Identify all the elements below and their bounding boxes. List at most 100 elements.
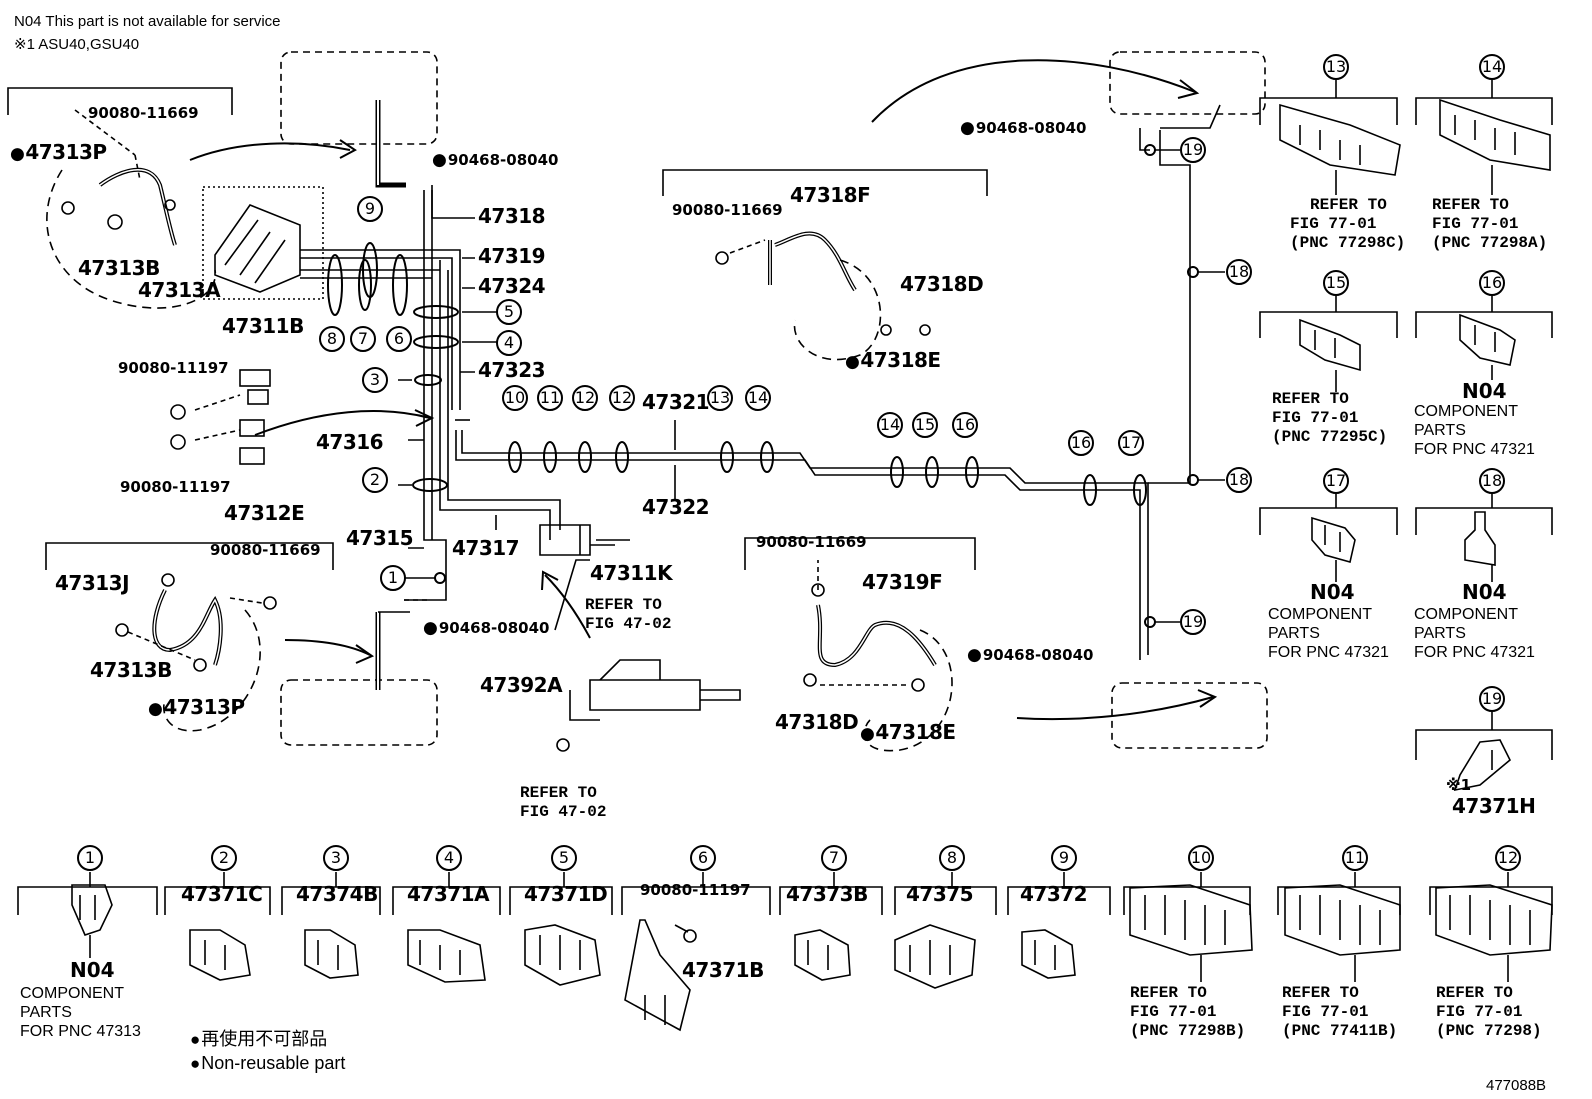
clamp-callout-7[interactable]: 7 xyxy=(350,326,376,352)
part-label-47372[interactable]: 47372 xyxy=(1020,882,1088,906)
part-label-47373b[interactable]: 47373B xyxy=(786,882,868,906)
part-label-47313a[interactable]: 47313A xyxy=(138,278,221,302)
part-label-90080-11197[interactable]: 90080-11197 xyxy=(640,881,751,899)
part-label-47313p[interactable]: 47313P xyxy=(10,142,107,163)
clamp-callout-13[interactable]: 13 xyxy=(707,385,733,411)
part-index-4[interactable]: 4 xyxy=(436,845,462,871)
part-label-47318d[interactable]: 47318D xyxy=(900,272,984,296)
refer-fig-77-01[interactable]: REFER TO FIG 77-01 (PNC 77295C) xyxy=(1272,390,1388,446)
part-index-11[interactable]: 11 xyxy=(1342,845,1368,871)
part-label-90468-08040[interactable]: 90468-08040 xyxy=(423,620,550,637)
part-label-47371c[interactable]: 47371C xyxy=(181,882,263,906)
part-index-3[interactable]: 3 xyxy=(323,845,349,871)
part-label-47371b[interactable]: 47371B xyxy=(682,958,764,982)
part-label-47371d[interactable]: 47371D xyxy=(524,882,608,906)
clamp-callout-16[interactable]: 16 xyxy=(1068,430,1094,456)
clamp-callout-12b[interactable]: 12 xyxy=(609,385,635,411)
part-label-90468-08040[interactable]: 90468-08040 xyxy=(432,152,559,169)
refer-fig-77-01[interactable]: REFER TO FIG 77-01 (PNC 77411B) xyxy=(1282,984,1398,1040)
refer-fig-77-01[interactable]: REFER TO FIG 77-01 (PNC 77298A) xyxy=(1432,196,1548,252)
clamp-callout-19[interactable]: 19 xyxy=(1180,137,1206,163)
part-label-90080-11197[interactable]: 90080-11197 xyxy=(118,359,229,377)
part-label-90080-11197[interactable]: 90080-11197 xyxy=(120,478,231,496)
flow-arrow xyxy=(189,142,351,161)
part-index-10[interactable]: 10 xyxy=(1188,845,1214,871)
clamp-sketch-10 xyxy=(1129,884,1253,982)
refer-fig-77-01[interactable]: REFER TO FIG 77-01 (PNC 77298) xyxy=(1436,984,1542,1040)
part-index-2[interactable]: 2 xyxy=(211,845,237,871)
clamp-callout-18[interactable]: 18 xyxy=(1226,259,1252,285)
clamp-sketch-12 xyxy=(1435,884,1553,982)
part-label-47313p[interactable]: 47313P xyxy=(148,697,245,718)
clamp-callout-14[interactable]: 14 xyxy=(745,385,771,411)
part-label-90080-11669[interactable]: 90080-11669 xyxy=(210,541,321,559)
part-label-47371a[interactable]: 47371A xyxy=(407,882,490,906)
clamp-callout-9[interactable]: 9 xyxy=(357,196,383,222)
clamp-callout-4[interactable]: 4 xyxy=(496,330,522,356)
part-index-14[interactable]: 14 xyxy=(1479,54,1505,80)
part-label-47321[interactable]: 47321 xyxy=(642,390,710,414)
refer-fig-77-01[interactable]: REFER TO FIG 77-01 (PNC 77298C) xyxy=(1290,196,1406,252)
part-label-47319f[interactable]: 47319F xyxy=(862,570,943,594)
part-index-8[interactable]: 8 xyxy=(939,845,965,871)
part-label-47371h[interactable]: 47371H xyxy=(1452,794,1536,818)
clamp-callout-5[interactable]: 5 xyxy=(496,299,522,325)
part-label-47318e[interactable]: 47318E xyxy=(845,350,941,371)
part-label-47374b[interactable]: 47374B xyxy=(296,882,378,906)
part-index-1[interactable]: 1 xyxy=(77,845,103,871)
part-label-90468-08040[interactable]: 90468-08040 xyxy=(960,120,1087,137)
part-label-47375[interactable]: 47375 xyxy=(906,882,974,906)
part-index-5[interactable]: 5 xyxy=(551,845,577,871)
clamp-callout-6[interactable]: 6 xyxy=(386,326,412,352)
clamp-callout-2[interactable]: 2 xyxy=(362,467,388,493)
part-label-47318[interactable]: 47318 xyxy=(478,204,546,228)
part-label-47318f[interactable]: 47318F xyxy=(790,183,871,207)
part-label-47313b[interactable]: 47313B xyxy=(78,256,160,280)
part-index-6[interactable]: 6 xyxy=(690,845,716,871)
part-label-90080-11669[interactable]: 90080-11669 xyxy=(672,201,783,219)
part-index-18[interactable]: 18 xyxy=(1479,468,1505,494)
part-label-47311k[interactable]: 47311K xyxy=(590,561,673,585)
refer-fig-47-02[interactable]: REFER TO FIG 47-02 xyxy=(585,596,672,633)
part-index-12[interactable]: 12 xyxy=(1495,845,1521,871)
clamp-callout-18[interactable]: 18 xyxy=(1226,467,1252,493)
part-label-47324[interactable]: 47324 xyxy=(478,274,546,298)
part-label-47313j[interactable]: 47313J xyxy=(55,571,130,595)
part-label-47315[interactable]: 47315 xyxy=(346,526,414,550)
part-label-47313b[interactable]: 47313B xyxy=(90,658,172,682)
part-label-47318d[interactable]: 47318D xyxy=(775,710,859,734)
part-label-90080-11669[interactable]: 90080-11669 xyxy=(88,104,199,122)
clamp-callout-11[interactable]: 11 xyxy=(537,385,563,411)
part-label-47316[interactable]: 47316 xyxy=(316,430,384,454)
part-index-9[interactable]: 9 xyxy=(1051,845,1077,871)
part-label-47319[interactable]: 47319 xyxy=(478,244,546,268)
clamp-callout-19[interactable]: 19 xyxy=(1180,609,1206,635)
clamp-callout-17[interactable]: 17 xyxy=(1118,430,1144,456)
part-index-13[interactable]: 13 xyxy=(1323,54,1349,80)
refer-fig-77-01[interactable]: REFER TO FIG 77-01 (PNC 77298B) xyxy=(1130,984,1246,1040)
part-label-47392a[interactable]: 47392A xyxy=(480,673,563,697)
part-index-7[interactable]: 7 xyxy=(821,845,847,871)
part-label-47323[interactable]: 47323 xyxy=(478,358,546,382)
clamp-callout-12[interactable]: 12 xyxy=(572,385,598,411)
part-label-47322[interactable]: 47322 xyxy=(642,495,710,519)
part-label-47312e[interactable]: 47312E xyxy=(224,501,305,525)
clamp-callout-14[interactable]: 14 xyxy=(877,412,903,438)
part-index-15[interactable]: 15 xyxy=(1323,270,1349,296)
part-label-47318e[interactable]: 47318E xyxy=(860,722,956,743)
clamp-callout-16[interactable]: 16 xyxy=(952,412,978,438)
part-label-90080-11669[interactable]: 90080-11669 xyxy=(756,533,867,551)
part-label-90468-08040[interactable]: 90468-08040 xyxy=(967,647,1094,664)
clamp-callout-8[interactable]: 8 xyxy=(319,326,345,352)
part-index-17[interactable]: 17 xyxy=(1323,468,1349,494)
mc-reservoir xyxy=(202,186,324,300)
clamp-callout-15[interactable]: 15 xyxy=(912,412,938,438)
part-label-47311b[interactable]: 47311B xyxy=(222,314,304,338)
clamp-callout-10[interactable]: 10 xyxy=(502,385,528,411)
refer-fig-47-02[interactable]: REFER TO FIG 47-02 xyxy=(520,784,607,821)
clamp-callout-3[interactable]: 3 xyxy=(362,367,388,393)
clamp-callout-1[interactable]: 1 xyxy=(380,565,406,591)
part-index-19[interactable]: 19 xyxy=(1479,686,1505,712)
part-index-16[interactable]: 16 xyxy=(1479,270,1505,296)
part-label-47317[interactable]: 47317 xyxy=(452,536,520,560)
